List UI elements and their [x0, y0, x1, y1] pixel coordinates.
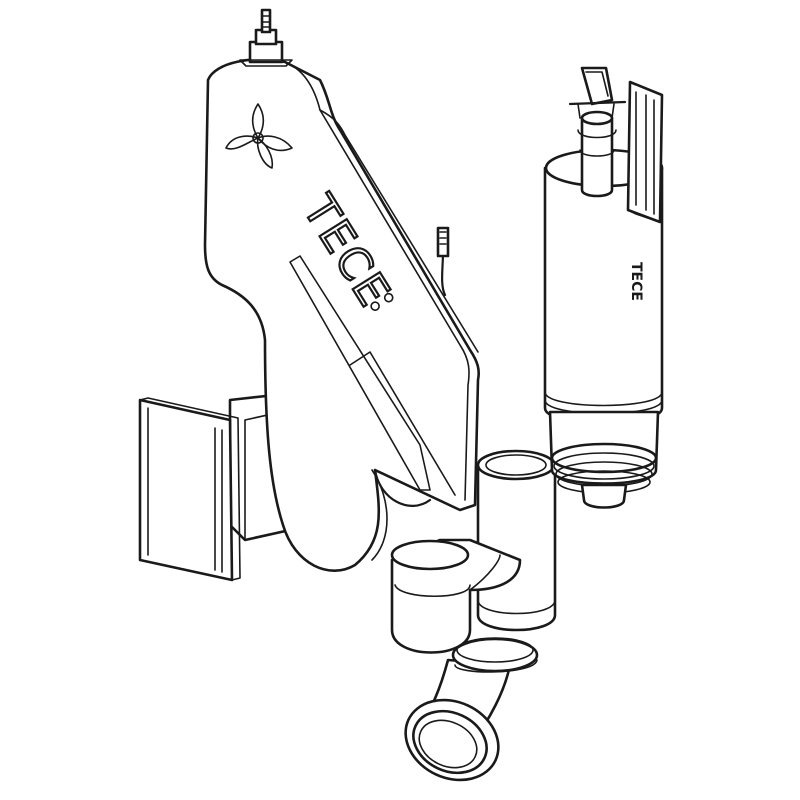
float-cage: [626, 80, 664, 224]
flush-valve-cylinder: TECE: [543, 148, 664, 425]
vertical-pipe-coupling: [476, 449, 557, 632]
signal-cable: [373, 226, 450, 507]
top-valve-fitting: [239, 8, 293, 67]
brand-dot-lower: [370, 301, 380, 311]
overflow-tube: [577, 110, 617, 198]
cylinder-outlet-seal: [580, 483, 628, 509]
actuator-plate: [138, 397, 241, 582]
arm-housing: [203, 58, 481, 572]
pipe-bend: [390, 538, 522, 654]
actuator-stirrup: [568, 66, 627, 119]
drain-outlet-ring: [404, 698, 500, 782]
cylinder-label: TECE: [628, 262, 644, 301]
brand-dot-upper: [383, 292, 394, 303]
cylinder-lower-section: [548, 410, 660, 494]
fan-logo-icon: [225, 103, 293, 169]
